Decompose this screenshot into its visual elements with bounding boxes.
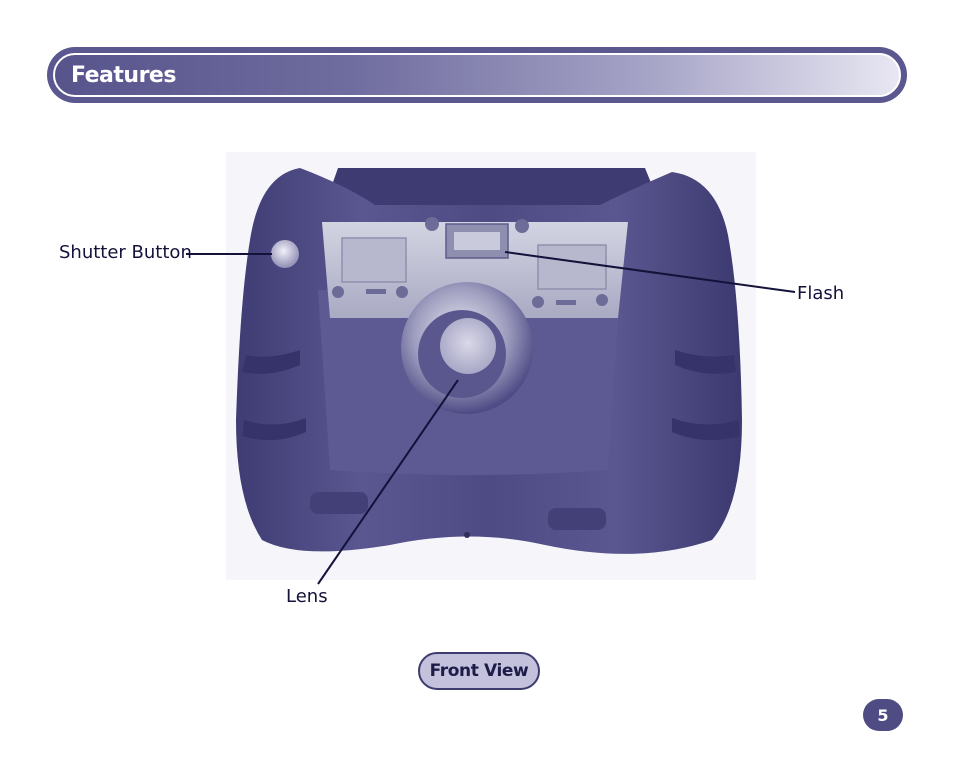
screw [596, 294, 608, 306]
bottom-foot [548, 508, 606, 530]
viewfinder-window [342, 238, 406, 282]
lens-label: Lens [286, 586, 328, 607]
lens-glass [440, 318, 496, 374]
shutter-button-label: Shutter Button [59, 242, 192, 263]
shutter-button-illustration [270, 239, 300, 269]
slot [366, 289, 386, 294]
sensor-window [538, 245, 606, 289]
figure-caption: Front View [418, 652, 540, 690]
screw [332, 286, 344, 298]
screw [396, 286, 408, 298]
screw [425, 217, 439, 231]
page-number-badge: 5 [863, 699, 903, 731]
camera-top-ridge [325, 168, 660, 205]
slot [556, 300, 576, 305]
bottom-hole [464, 532, 470, 538]
screw [532, 296, 544, 308]
bottom-foot [310, 492, 368, 514]
flash-lens [454, 232, 500, 250]
flash-label: Flash [797, 283, 844, 304]
screw [515, 219, 529, 233]
